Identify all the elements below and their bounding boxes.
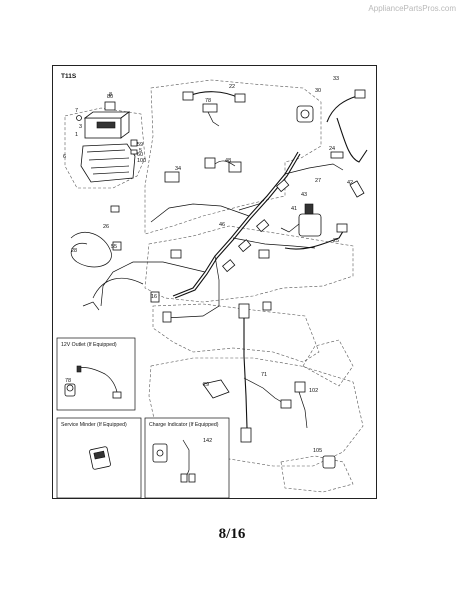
- callout: 3: [79, 124, 82, 130]
- right-upper-components: [296, 89, 368, 163]
- callout: 105: [313, 448, 322, 454]
- inset-service-minder: Service Minder (If Equipped): [56, 417, 142, 499]
- rear-harness: [238, 303, 308, 443]
- callout: 78: [205, 98, 211, 104]
- inset-title-charge: Charge Indicator (If Equipped): [149, 422, 219, 428]
- callout: 7: [75, 108, 78, 114]
- inset-12v-outlet: 12V Outlet (If Equipped) 78: [56, 337, 136, 411]
- wiring-diagram: T11S: [56, 73, 368, 499]
- watermark-text: AppliancePartsPros.com: [368, 4, 456, 13]
- callout: 78: [65, 378, 71, 384]
- callout: 80: [107, 94, 113, 100]
- diagram-code: T11S: [61, 73, 77, 80]
- main-wire-harness: [100, 151, 344, 323]
- ignition-components: [164, 157, 242, 183]
- callout: 34: [175, 166, 181, 172]
- solenoid: [280, 203, 322, 237]
- inset-charge-indicator: Charge Indicator (If Equipped) 142: [144, 417, 230, 499]
- callout: 43: [301, 192, 307, 198]
- callout: 71: [261, 372, 267, 378]
- bracket-part: [202, 379, 230, 399]
- side-wires: [70, 205, 144, 311]
- callout: 48: [225, 158, 231, 164]
- callout: 22: [229, 84, 235, 90]
- callout: 102: [309, 388, 318, 394]
- callout: 55: [111, 244, 117, 250]
- callout: 60: [137, 152, 143, 158]
- callout: 142: [203, 438, 212, 444]
- callout: 5: [139, 148, 142, 154]
- callout: 8: [109, 92, 112, 98]
- inset-title-service: Service Minder (If Equipped): [61, 422, 127, 428]
- callout: 59: [137, 142, 143, 148]
- battery-assembly: [76, 101, 138, 183]
- callout: 24: [329, 146, 335, 152]
- callout: 46: [219, 222, 225, 228]
- callout: 27: [315, 178, 321, 184]
- right-lower-components: [284, 180, 365, 250]
- callout: 25: [333, 238, 339, 244]
- inset-title-outlet: 12V Outlet (If Equipped): [61, 342, 117, 348]
- module-part: [322, 455, 336, 469]
- callout: 41: [291, 206, 297, 212]
- parts-diagram-frame: T11S: [52, 65, 377, 499]
- callout: 6: [63, 154, 66, 160]
- callout: 1: [75, 132, 78, 138]
- clip-part: [150, 291, 160, 303]
- callout: 42: [347, 180, 353, 186]
- callout: 30: [315, 88, 321, 94]
- callout: 29: [203, 382, 209, 388]
- callout: 100: [137, 158, 146, 164]
- seat-switch-harness: [182, 91, 246, 127]
- page-number: 8/16: [218, 526, 246, 542]
- callout-labels: 1 3 5 6 7 8 16 22 24 25 26 27 28 29 30 3…: [63, 76, 353, 474]
- callout: 16: [151, 294, 157, 300]
- callout: 33: [333, 76, 339, 82]
- callout: 28: [71, 248, 77, 254]
- callout: 26: [103, 224, 109, 230]
